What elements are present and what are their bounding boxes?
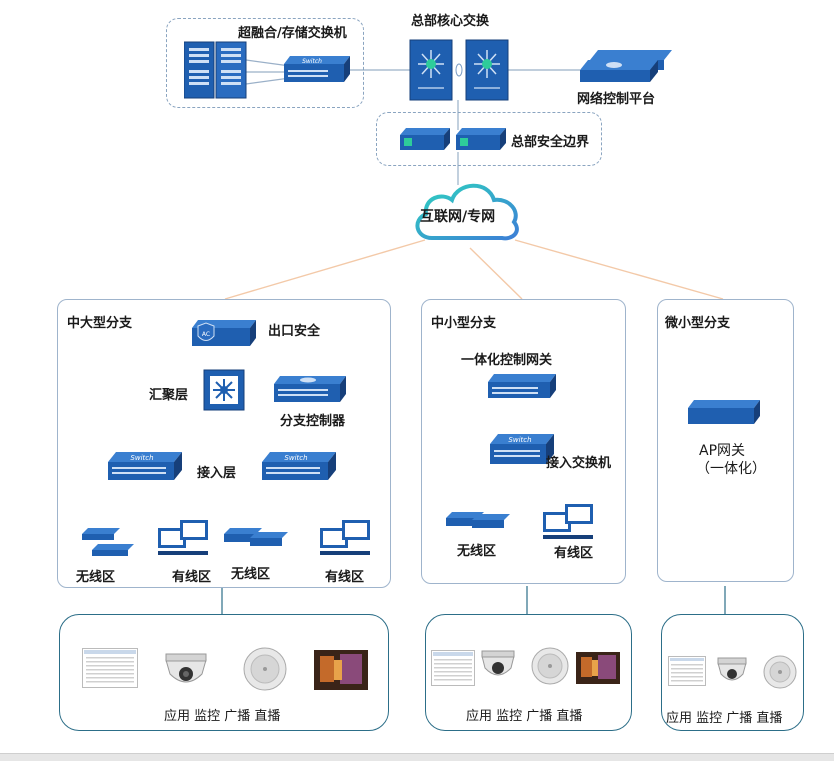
- egress-security-label: 出口安全: [268, 324, 321, 339]
- egress-security-icon: AC: [192, 320, 256, 346]
- cloud-icon: [415, 183, 519, 241]
- micro-branch-title: 微小型分支: [665, 316, 731, 331]
- network-platform-label: 网络控制平台: [577, 92, 656, 107]
- core-switch-icon: [409, 39, 509, 101]
- ceiling-speaker-icon: [763, 655, 797, 689]
- micro-branch-panel: [657, 299, 794, 582]
- micro-apps-label: 应用 监控 广播 直播: [666, 711, 783, 726]
- security-edge-group: [376, 112, 602, 166]
- svg-text:Switch: Switch: [302, 58, 322, 65]
- integrated-gateway-label: 一体化控制网关: [461, 353, 553, 368]
- dome-camera-icon: [481, 650, 515, 676]
- svg-text:Switch: Switch: [508, 436, 531, 444]
- svg-text:Switch: Switch: [130, 454, 153, 462]
- ceiling-speaker-icon: [243, 647, 287, 691]
- application-screenshot-icon: [668, 656, 706, 686]
- svg-text:AC: AC: [202, 331, 210, 338]
- small-apps-label: 应用 监控 广播 直播: [466, 709, 583, 724]
- wired-zone-label: 有线区: [172, 570, 212, 585]
- storage-group: [166, 18, 364, 108]
- branch-controller-label: 分支控制器: [280, 414, 346, 429]
- wireless-zone-label: 无线区: [231, 567, 271, 582]
- storage-switch-icon: Switch: [284, 56, 350, 82]
- wired-pc-icon: [543, 504, 593, 539]
- ap-gateway-label: AP网关: [699, 443, 746, 459]
- cloud-label: 互联网/专网: [420, 209, 496, 225]
- dome-camera-icon: [717, 657, 747, 681]
- ap-gateway-icon: [688, 400, 760, 424]
- aggregation-switch-icon: [203, 369, 245, 411]
- access-switch-a-icon: Switch: [108, 452, 182, 480]
- wired-pc-icon: [320, 520, 370, 555]
- wireless-ap-icon: [224, 528, 288, 546]
- branch-controller-icon: [274, 376, 346, 402]
- live-stream-icon: [314, 650, 368, 690]
- wireless-zone-label: 无线区: [76, 570, 116, 585]
- access-layer-label: 接入层: [197, 466, 237, 481]
- access-switch-b-icon: Switch: [262, 452, 336, 480]
- access-switch-icon: Switch: [490, 434, 554, 464]
- application-screenshot-icon: [82, 648, 138, 688]
- wireless-ap-icon: [446, 512, 510, 528]
- svg-text:Switch: Switch: [284, 454, 307, 462]
- ceiling-speaker-icon: [531, 647, 569, 685]
- security-edge-label: 总部安全边界: [511, 135, 590, 150]
- application-screenshot-icon: [431, 650, 475, 686]
- large-branch-title: 中大型分支: [67, 316, 133, 331]
- wired-zone-label: 有线区: [554, 546, 594, 561]
- large-apps-label: 应用 监控 广播 直播: [164, 709, 281, 724]
- integrated-gateway-icon: [488, 374, 556, 398]
- live-stream-icon: [576, 652, 620, 684]
- storage-switch-label: 超融合/存储交换机: [238, 26, 347, 41]
- server-rack-icon: [184, 41, 247, 99]
- small-branch-title: 中小型分支: [431, 316, 497, 331]
- core-switch-label: 总部核心交换: [411, 14, 490, 29]
- network-platform-icon: [580, 50, 672, 82]
- ap-gateway-sublabel: （一体化）: [696, 461, 766, 477]
- wired-pc-icon: [158, 520, 208, 555]
- bottom-scroll-strip: [0, 753, 834, 761]
- aggregation-label: 汇聚层: [149, 388, 189, 403]
- wireless-ap-icon: [82, 528, 134, 556]
- access-switch-label: 接入交换机: [546, 456, 612, 471]
- security-edge-icon: [400, 128, 506, 150]
- dome-camera-icon: [165, 653, 207, 683]
- wireless-zone-label: 无线区: [457, 544, 497, 559]
- wired-zone-label: 有线区: [325, 570, 365, 585]
